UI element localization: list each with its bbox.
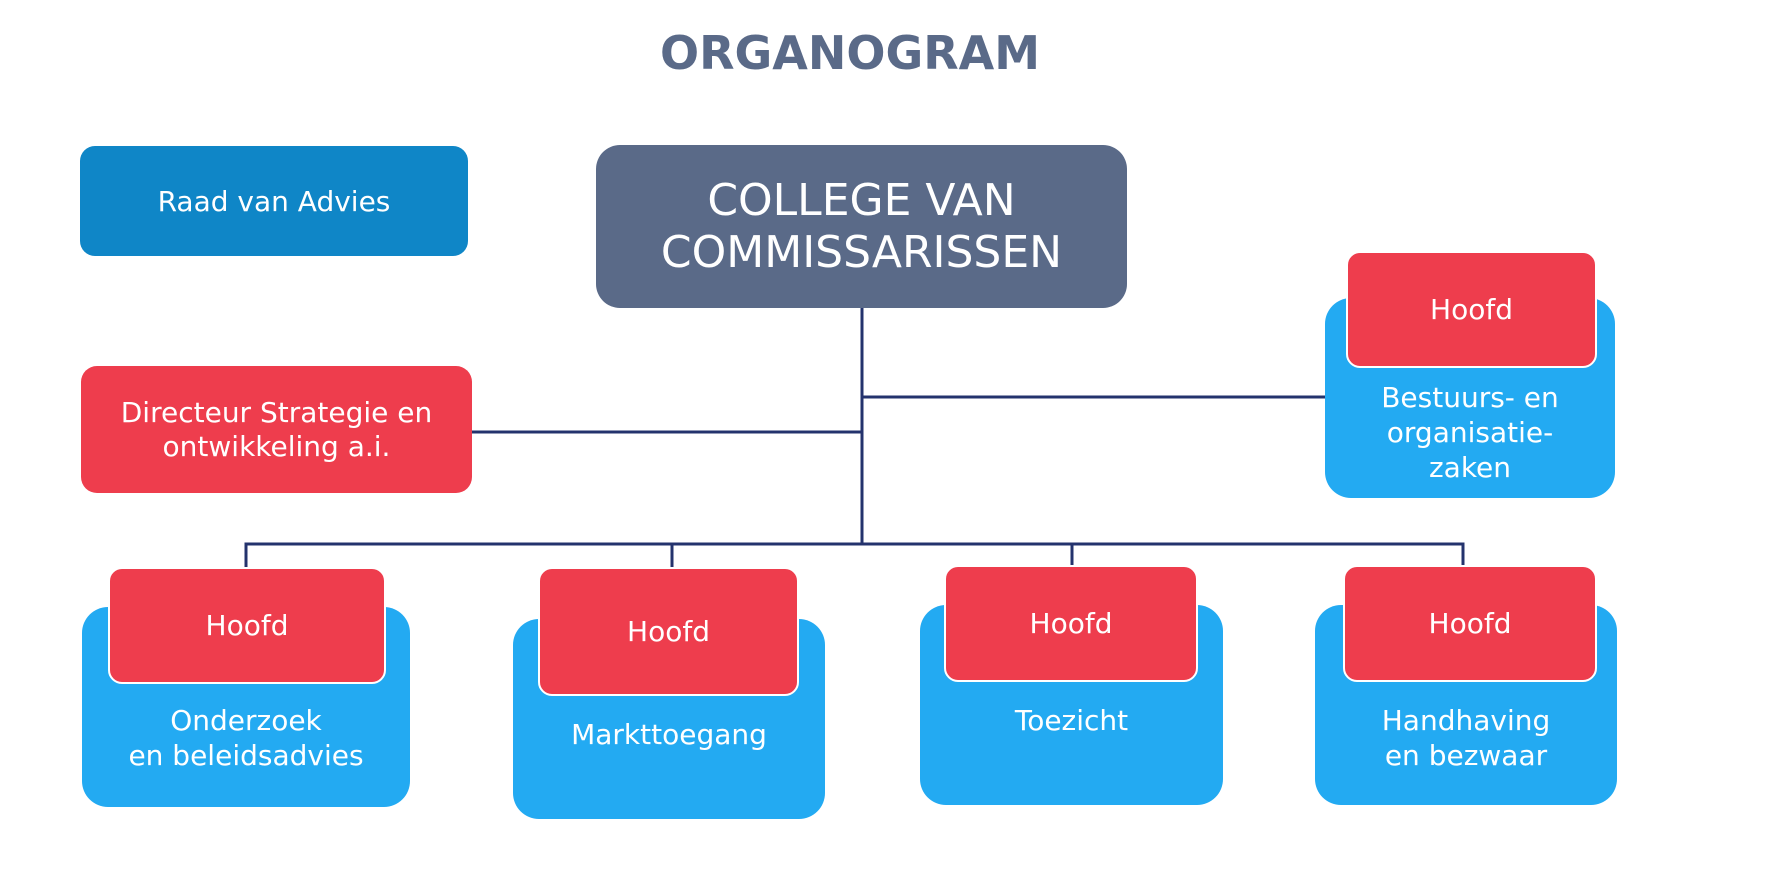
advisory-board-box: Raad van Advies	[80, 146, 468, 256]
unit-head-bestuurszaken: Hoofd	[1346, 251, 1597, 368]
page-title: ORGANOGRAM	[659, 26, 1041, 80]
unit-name: Toezicht	[1014, 704, 1129, 737]
unit-head-onderzoek: Hoofd	[108, 567, 386, 684]
college-box: COLLEGE VAN COMMISSARISSEN	[596, 145, 1127, 308]
unit-head-toezicht: Hoofd	[944, 565, 1198, 682]
unit-name: Bestuurs- en organisatie- zaken	[1381, 381, 1559, 484]
unit-name: Markttoegang	[571, 718, 767, 751]
unit-head-handhaving: Hoofd	[1343, 565, 1597, 682]
unit-name: Handhaving en bezwaar	[1381, 704, 1551, 772]
unit-name: Onderzoek en beleidsadvies	[128, 704, 364, 772]
director-box: Directeur Strategie en ontwikkeling a.i.	[81, 366, 472, 493]
unit-head-markttoegang: Hoofd	[538, 567, 799, 696]
